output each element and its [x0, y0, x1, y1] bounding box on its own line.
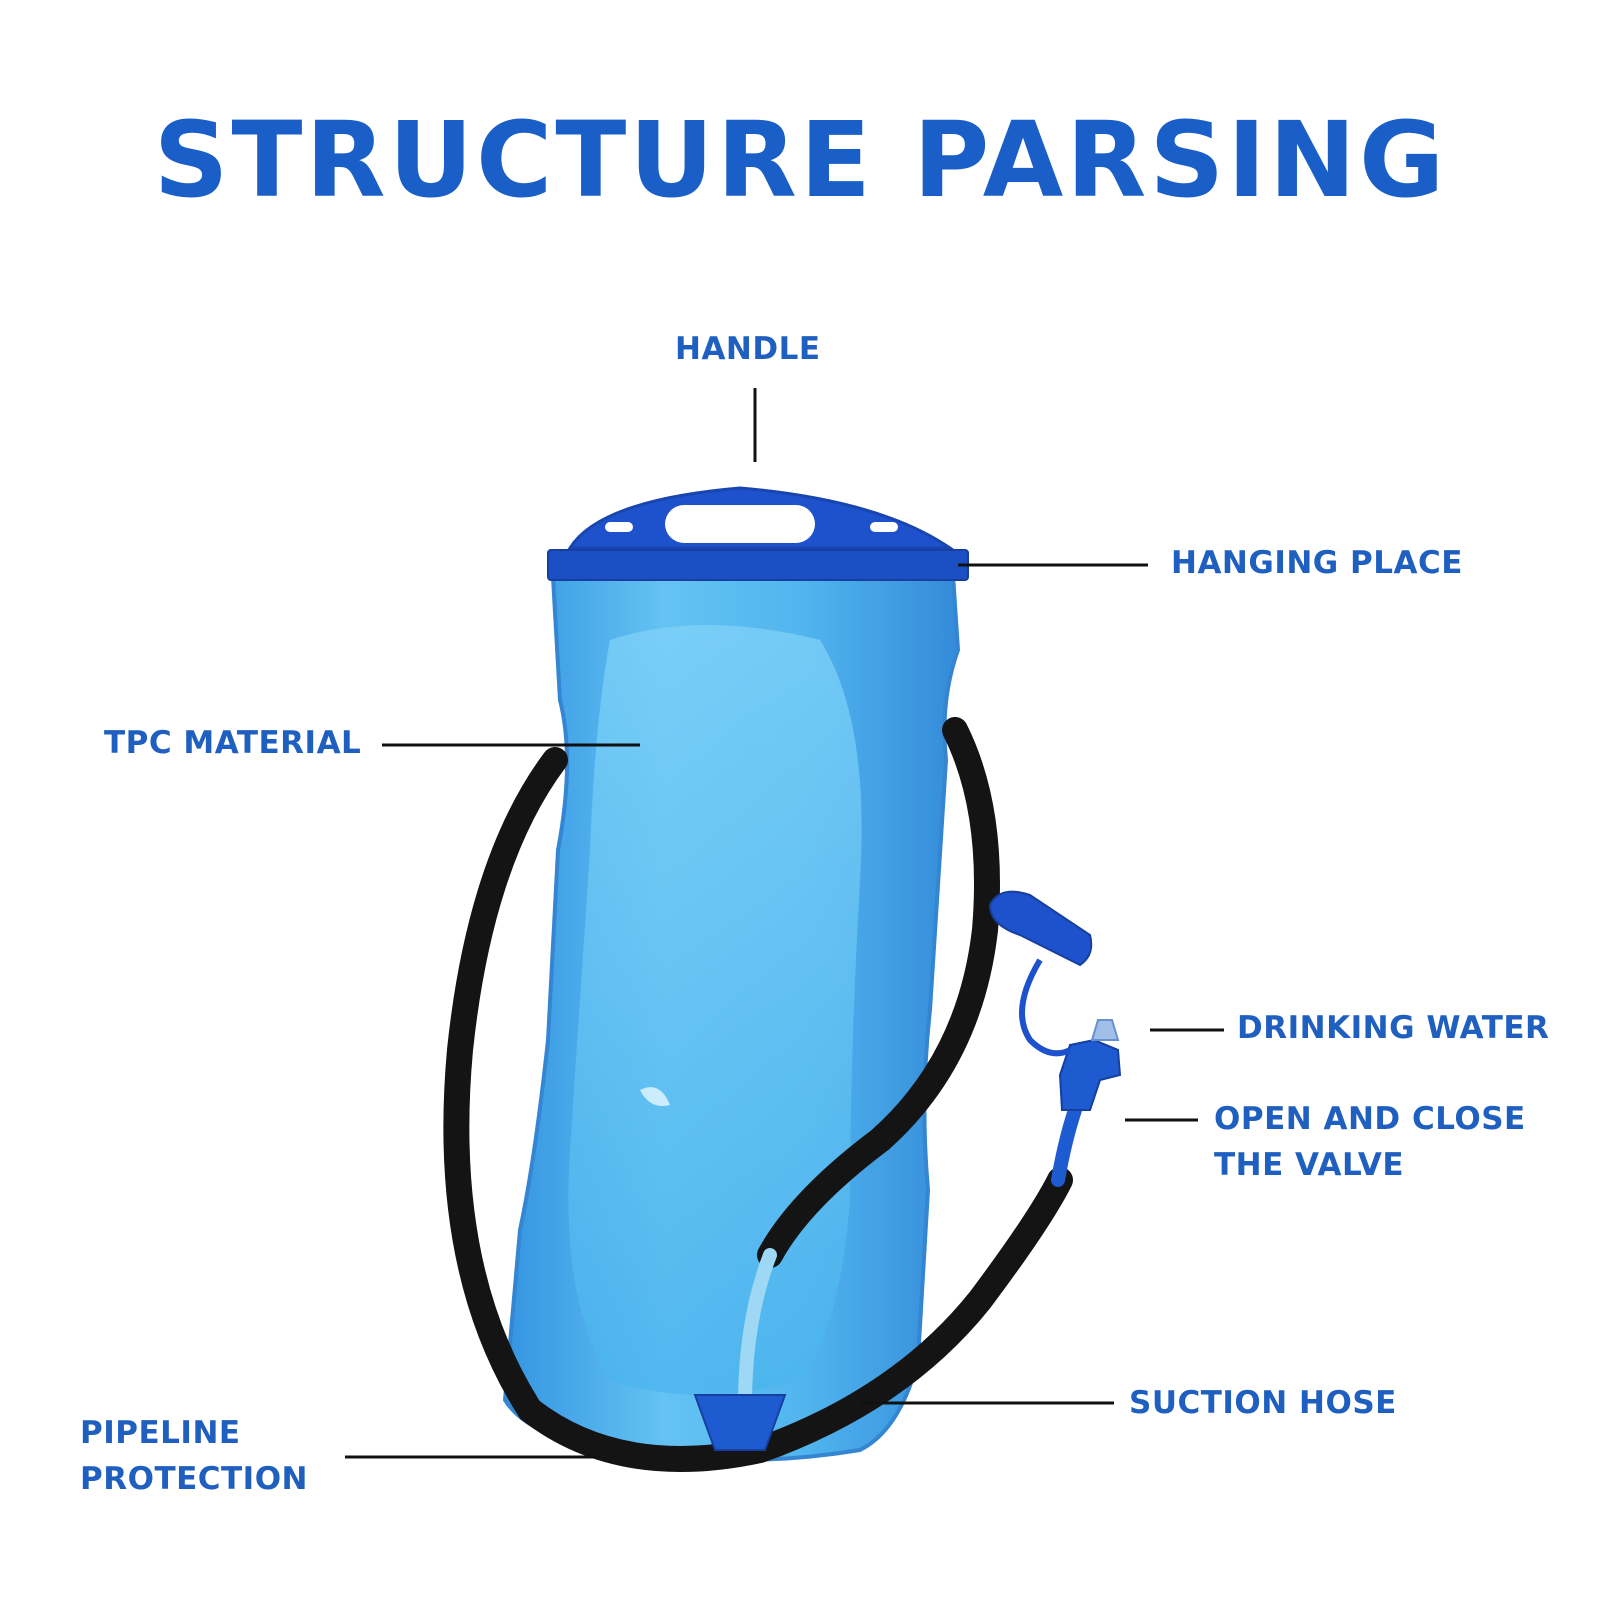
bite-valve: [1090, 1019, 1120, 1041]
pipeline-sleeve: [443, 747, 1073, 1472]
leader-lines: [345, 388, 1224, 1459]
valve-cap: [988, 890, 1093, 967]
label-valve: OPEN AND CLOSE THE VALVE: [1214, 1101, 1526, 1183]
page-title: STRUCTURE PARSING: [153, 99, 1448, 221]
label-tpc-material: TPC MATERIAL: [104, 725, 362, 761]
label-handle: HANDLE: [675, 331, 821, 367]
label-pipeline-protection: PIPELINE PROTECTION: [80, 1415, 308, 1497]
valve-body: [1058, 1038, 1122, 1111]
bladder-highlight: [640, 1087, 670, 1106]
label-drinking-water: DRINKING WATER: [1237, 1010, 1550, 1046]
handle-hole-right: [870, 522, 898, 532]
hanging-bar: [547, 549, 969, 581]
label-suction-hose: SUCTION HOSE: [1129, 1385, 1397, 1421]
valve-tube: [1051, 1103, 1082, 1187]
suction-hose-sleeve: [757, 717, 1000, 1268]
handle-hole-left: [605, 522, 633, 532]
clear-tube: [738, 1248, 777, 1412]
label-hanging-place: HANGING PLACE: [1171, 545, 1463, 581]
cap-tether: [1019, 958, 1072, 1057]
bladder-inner: [568, 625, 862, 1395]
handle-grip-hole: [665, 505, 815, 543]
hose-connector: [693, 1394, 787, 1451]
